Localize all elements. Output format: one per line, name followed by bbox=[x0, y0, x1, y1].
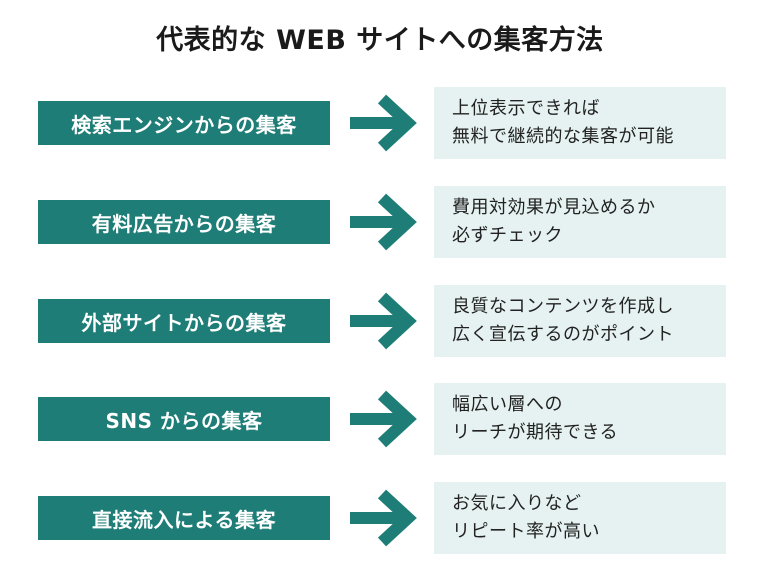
benefit-line: 無料で継続的な集客が可能 bbox=[452, 126, 674, 147]
right-arrow-icon bbox=[350, 193, 417, 251]
benefit-line: 幅広い層への bbox=[452, 394, 563, 415]
benefit-box: お気に入りなど リピート率が高い bbox=[434, 482, 726, 554]
method-box: 有料広告からの集客 bbox=[38, 200, 330, 244]
benefit-line: 広く宣伝するのがポイント bbox=[452, 324, 674, 345]
method-box: 外部サイトからの集客 bbox=[38, 299, 330, 343]
method-box: 直接流入による集客 bbox=[38, 496, 330, 540]
benefit-line: リーチが期待できる bbox=[452, 422, 619, 443]
right-arrow-icon bbox=[350, 390, 417, 448]
benefit-line: リピート率が高い bbox=[452, 521, 600, 542]
method-box: 検索エンジンからの集客 bbox=[38, 101, 330, 145]
benefit-line: お気に入りなど bbox=[452, 493, 582, 514]
right-arrow-icon bbox=[350, 489, 417, 547]
benefit-box: 費用対効果が見込めるか 必ずチェック bbox=[434, 186, 726, 258]
row-paid-ads: 有料広告からの集客 費用対効果が見込めるか 必ずチェック bbox=[0, 186, 760, 258]
diagram-title: 代表的な WEB サイトへの集客方法 bbox=[156, 25, 604, 56]
benefit-line: 費用対効果が見込めるか bbox=[452, 197, 656, 218]
row-external-sites: 外部サイトからの集客 良質なコンテンツを作成し 広く宣伝するのがポイント bbox=[0, 285, 760, 357]
benefit-line: 良質なコンテンツを作成し bbox=[452, 296, 674, 317]
benefit-box: 良質なコンテンツを作成し 広く宣伝するのがポイント bbox=[434, 285, 726, 357]
row-direct-traffic: 直接流入による集客 お気に入りなど リピート率が高い bbox=[0, 482, 760, 554]
right-arrow-icon bbox=[350, 292, 417, 350]
right-arrow-icon bbox=[350, 94, 417, 152]
benefit-line: 必ずチェック bbox=[452, 225, 563, 246]
row-sns: SNS からの集客 幅広い層への リーチが期待できる bbox=[0, 383, 760, 455]
method-box: SNS からの集客 bbox=[38, 397, 330, 441]
benefit-line: 上位表示できれば bbox=[452, 98, 600, 119]
benefit-box: 幅広い層への リーチが期待できる bbox=[434, 383, 726, 455]
benefit-box: 上位表示できれば 無料で継続的な集客が可能 bbox=[434, 87, 726, 159]
row-search-engine: 検索エンジンからの集客 上位表示できれば 無料で継続的な集客が可能 bbox=[0, 87, 760, 159]
